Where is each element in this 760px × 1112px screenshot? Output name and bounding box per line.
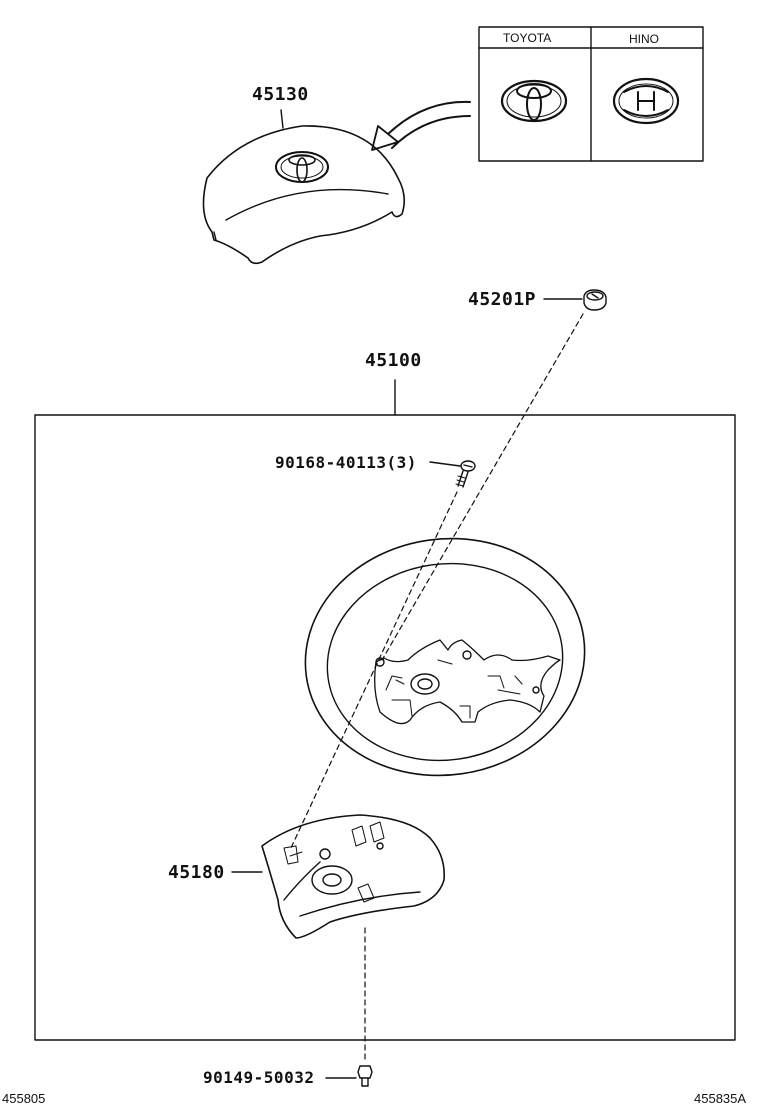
assembly-frame [34, 379, 736, 1041]
nut-part [381, 289, 607, 661]
hino-emblem-icon [612, 77, 680, 125]
part-label-45201p: 45201P [468, 289, 537, 310]
lower-cover-part [231, 814, 446, 1063]
part-label-45130: 45130 [252, 84, 309, 105]
part-label-45180: 45180 [168, 862, 225, 883]
part-label-90149-50032: 90149-50032 [203, 1068, 315, 1087]
toyota-header: TOYOTA [503, 31, 552, 45]
toyota-emblem-icon [500, 79, 568, 123]
steering-wheel-part [304, 537, 586, 777]
screw-part [289, 460, 476, 851]
hino-header: HINO [629, 32, 659, 46]
bolt-part [325, 1065, 373, 1087]
footer-left-code: 455805 [2, 1091, 46, 1106]
pointer-arrow [371, 100, 471, 151]
footer-right-code: 455835A [694, 1091, 747, 1106]
part-label-45100: 45100 [365, 350, 422, 371]
logo-table [478, 26, 704, 162]
airbag-cover-part [202, 109, 406, 265]
part-label-90168-40113: 90168-40113(3) [275, 453, 417, 472]
